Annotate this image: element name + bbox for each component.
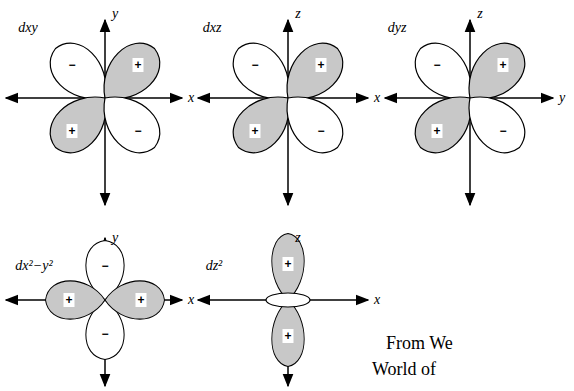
torus-ring: [266, 293, 310, 307]
axis-label: x: [374, 91, 380, 105]
orbital-lobes: [46, 241, 165, 360]
source-credit: From We: [386, 334, 453, 352]
orbital-name: dyz: [388, 21, 407, 35]
phase-sign: +: [282, 329, 293, 343]
phase-sign: −: [431, 58, 442, 72]
positive-lobe: [105, 281, 165, 319]
phase-sign: −: [249, 58, 260, 72]
phase-sign: +: [282, 257, 293, 271]
axis-label: x: [188, 91, 194, 105]
negative-lobe: [454, 82, 535, 163]
orbital-name: dxz: [203, 21, 222, 35]
phase-sign: +: [63, 293, 74, 307]
axes: [6, 20, 553, 386]
phase-sign: −: [132, 124, 143, 138]
phase-sign: +: [135, 293, 146, 307]
phase-sign: +: [431, 124, 442, 138]
positive-lobe: [272, 300, 304, 367]
orbital-lobes: [40, 33, 171, 164]
axis-label: y: [112, 7, 118, 21]
axis-label: z: [477, 7, 482, 21]
orbital-lobes: [405, 33, 536, 164]
orbital-name: dx²−y²: [15, 259, 52, 273]
source-credit: World of: [372, 360, 436, 378]
negative-lobe: [272, 82, 353, 163]
axis-label: x: [188, 293, 194, 307]
negative-lobe: [89, 82, 170, 163]
phase-sign: +: [132, 58, 143, 72]
orbital-name: dz²: [206, 259, 223, 273]
phase-sign: +: [497, 58, 508, 72]
phase-sign: −: [66, 58, 77, 72]
axis-label: z: [295, 231, 300, 245]
phase-sign: −: [315, 124, 326, 138]
axis-label: y: [559, 91, 565, 105]
phase-sign: +: [315, 58, 326, 72]
orbital-lobes: [223, 33, 354, 164]
axis-label: x: [374, 293, 380, 307]
phase-sign: −: [99, 259, 110, 273]
phase-sign: −: [497, 124, 508, 138]
phase-sign: +: [249, 124, 260, 138]
orbital-lobes: [266, 234, 310, 367]
phase-sign: +: [66, 124, 77, 138]
orbital-name: dxy: [18, 21, 37, 35]
phase-sign: −: [99, 327, 110, 341]
axis-label: y: [112, 231, 118, 245]
positive-lobe: [46, 281, 106, 319]
axis-label: z: [295, 7, 300, 21]
